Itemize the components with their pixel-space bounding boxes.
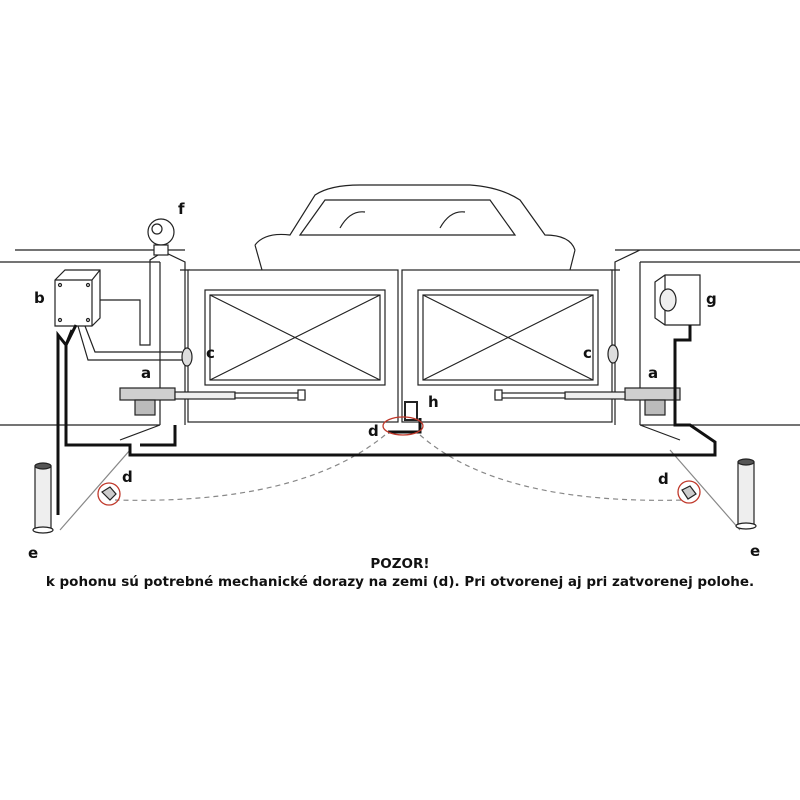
- label-d-center: d: [368, 422, 379, 440]
- photocell-left: [181, 347, 193, 367]
- label-b: b: [34, 289, 45, 307]
- label-a-left: a: [141, 364, 151, 382]
- label-c-left: c: [206, 344, 215, 362]
- post-left: [32, 462, 54, 534]
- swing-arc-right: [419, 434, 686, 501]
- label-h: h: [428, 393, 439, 411]
- warning-title: POZOR!: [370, 556, 430, 572]
- swing-arc-left: [114, 434, 386, 501]
- label-f: f: [178, 200, 185, 218]
- label-e-right: e: [750, 542, 760, 560]
- ground-stop-left: [101, 486, 117, 501]
- left-wall: [0, 249, 190, 425]
- highlight-right-stop: [677, 480, 701, 504]
- external-photocell: [654, 274, 701, 326]
- actuator-left: [119, 387, 306, 416]
- label-d-right: d: [658, 470, 669, 488]
- electric-lock: [404, 401, 418, 421]
- label-e-left: e: [28, 544, 38, 562]
- right-wall: [610, 249, 800, 425]
- ground-stop-right: [681, 485, 697, 500]
- warning-text: k pohonu sú potrebné mechanické dorazy n…: [45, 574, 755, 590]
- label-c-right: c: [583, 344, 592, 362]
- ground-line: [0, 424, 800, 441]
- label-a-right: a: [648, 364, 658, 382]
- photocell-right: [607, 344, 619, 364]
- power-cable: [64, 324, 717, 457]
- warning-lamp: [147, 218, 175, 256]
- highlight-center-stop: [382, 416, 424, 436]
- car-outline: [254, 184, 576, 271]
- control-box: [54, 269, 101, 327]
- highlight-left-stop: [97, 482, 121, 506]
- label-g: g: [706, 290, 717, 308]
- post-right: [735, 458, 757, 530]
- label-d-left: d: [122, 468, 133, 486]
- actuator-right: [494, 387, 681, 416]
